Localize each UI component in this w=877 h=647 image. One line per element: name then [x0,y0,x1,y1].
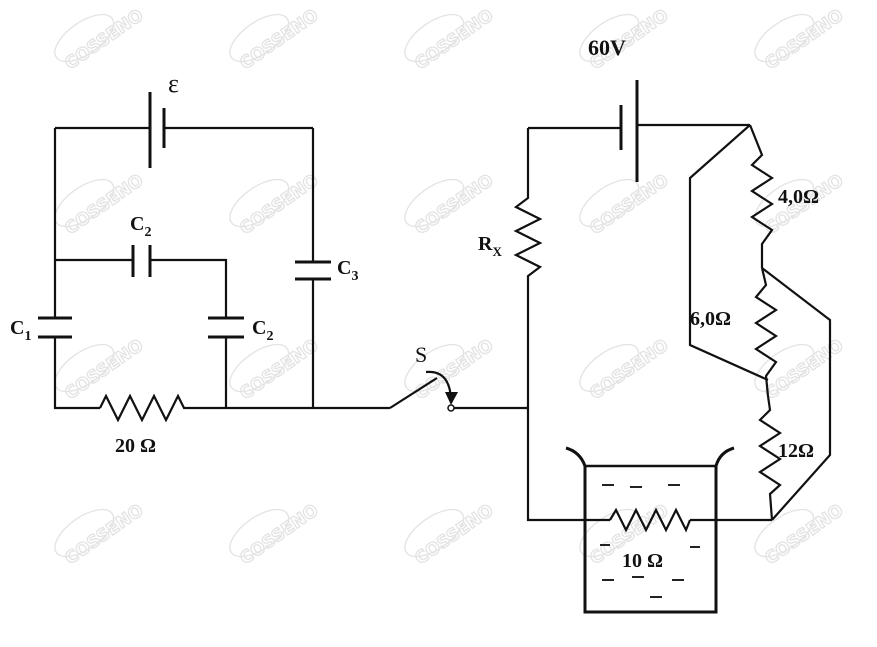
r12-label: 12Ω [778,440,814,462]
wire-left-outer [53,128,100,410]
resistor-rx [513,128,610,522]
watermark-text: COSSENO [761,501,847,570]
watermark-mark: COSSENO [404,170,498,240]
c2-top-label: C2 [130,213,151,240]
resistor-4-ohm [748,124,775,268]
r4-label: 4,0Ω [778,186,819,208]
resistor-20-ohm [99,393,226,423]
c3-label: C3 [337,257,358,284]
battery-60v [619,80,639,182]
watermark-mark: COSSENO [754,5,848,75]
watermark-text: COSSENO [411,171,497,240]
r6-label: 6,0Ω [690,308,731,330]
watermark-mark: COSSENO [229,500,323,570]
beaker-liquid [600,484,700,598]
watermark-text: COSSENO [411,501,497,570]
switch-label: S [415,342,427,367]
watermark-mark: COSSENO [229,5,323,75]
wire-bypass-left [688,124,769,382]
resistor-6-ohm [753,267,779,397]
watermark-text: COSSENO [236,336,322,405]
watermark-mark: COSSENO [404,5,498,75]
battery-60v-label: 60V [588,35,626,60]
resistor-10-ohm [609,507,692,533]
watermark-text: COSSENO [761,336,847,405]
watermark-text: COSSENO [236,171,322,240]
watermark-text: COSSENO [61,6,147,75]
switch-s [389,370,528,412]
watermark-text: COSSENO [411,6,497,75]
watermark-mark: COSSENO [229,170,323,240]
watermark-text: COSSENO [761,6,847,75]
capacitor-c2-top [131,245,152,277]
wire-c2-branch [55,258,228,408]
watermark-mark: COSSENO [54,500,148,570]
watermark-text: COSSENO [61,336,147,405]
watermark-mark: COSSENO [754,500,848,570]
rx-label: RX [478,233,502,259]
left-circuit: ε C1 C2 C2 20 Ω [10,69,390,457]
r20-label: 20 Ω [115,435,156,457]
watermark-text: COSSENO [61,501,147,570]
wire-bypass-right [761,267,832,521]
watermark-mark: COSSENO [54,335,148,405]
capacitor-c2-right [208,316,244,339]
watermark-mark: COSSENO [579,170,673,240]
watermark-text: COSSENO [586,336,672,405]
watermark-mark: COSSENO [579,335,673,405]
capacitor-c3 [295,260,331,281]
watermark-text: COSSENO [236,501,322,570]
capacitor-c1 [38,316,72,339]
watermark-mark: COSSENO [404,500,498,570]
resistor-12-ohm [757,395,783,521]
beaker [565,446,735,614]
wire-right-top [528,123,750,130]
c2-right-label: C2 [252,317,273,344]
watermark-mark: COSSENO [54,5,148,75]
emf-label: ε [168,69,179,98]
watermark-text: COSSENO [236,6,322,75]
r10-label: 10 Ω [622,550,663,572]
right-circuit: 60V RX 4,0Ω 6,0Ω 12Ω 10 Ω [478,35,832,614]
watermark-text: COSSENO [586,171,672,240]
watermark-mark: COSSENO [754,335,848,405]
c1-label: C1 [10,317,31,344]
battery-epsilon [148,92,166,168]
